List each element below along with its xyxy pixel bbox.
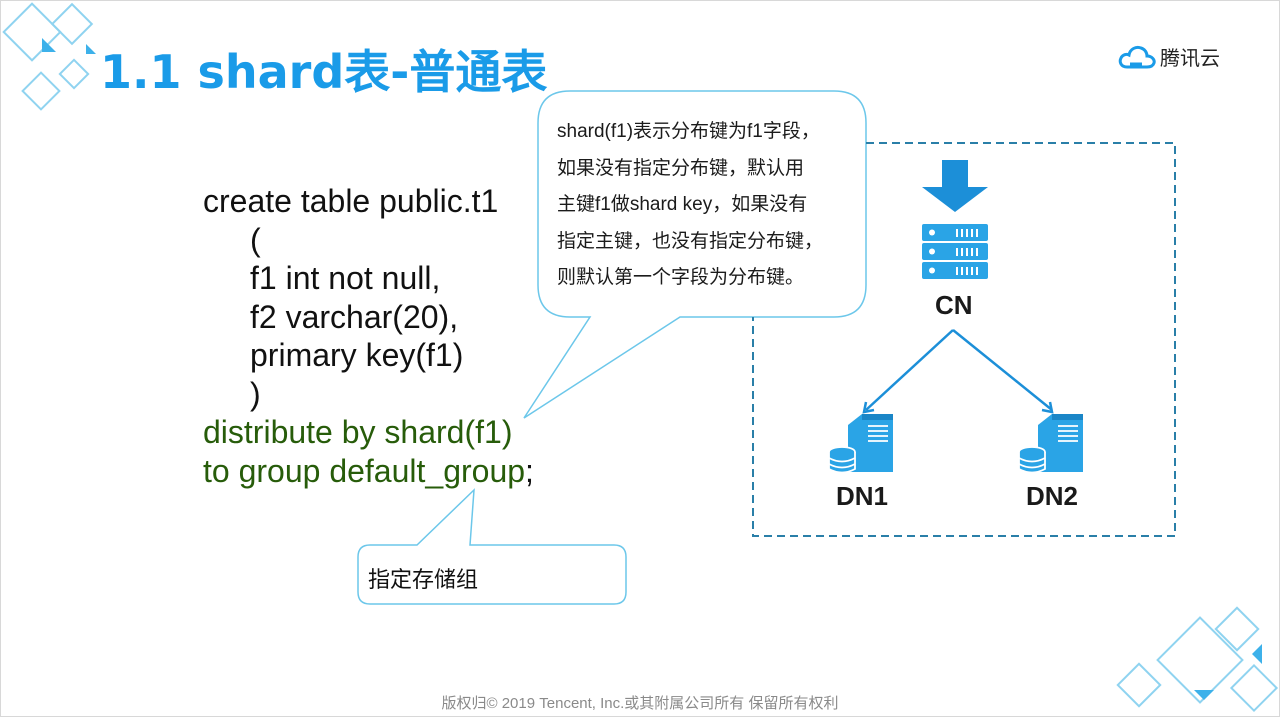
dn2-label: DN2: [1026, 481, 1079, 511]
code-line: (: [250, 221, 261, 258]
tencent-cloud-logo: 腾讯云: [1118, 42, 1220, 71]
connector-cn-dn2: [952, 329, 1054, 414]
callout-line: 主键f1做shard key，如果没有: [557, 194, 808, 216]
dn1-server-icon: [828, 414, 893, 474]
connector-cn-dn1: [862, 329, 954, 414]
cn-server-icon: [922, 224, 988, 279]
callout-group-text: 指定存储组: [368, 567, 479, 592]
cloud-icon: [1118, 45, 1156, 68]
callout-line: shard(f1)表示分布键为f1字段，: [557, 121, 820, 142]
code-line-distribute: distribute by shard(f1): [203, 414, 513, 450]
callout-line: 指定主键，也没有指定分布键，: [557, 230, 824, 252]
code-line: create table public.t1: [203, 183, 499, 219]
cn-label: CN: [935, 290, 973, 320]
code-line: f2 varchar(20),: [250, 298, 459, 335]
logo-text: 腾讯云: [1160, 46, 1220, 70]
callout-line: 如果没有指定分布键，默认用: [557, 157, 805, 179]
code-line-group: to group default_group: [203, 452, 526, 489]
copyright-footer: 版权归© 2019 Tencent, Inc.或其附属公司所有 保留所有权利: [441, 695, 839, 712]
callout-main-text: shard(f1)表示分布键为f1字段， 如果没有指定分布键，默认用 主键f1做…: [557, 114, 857, 297]
code-line: ): [250, 375, 261, 412]
callout-line: 则默认第一个字段为分布键。: [557, 267, 805, 289]
dn1-label: DN1: [836, 481, 889, 511]
down-arrow-icon: [922, 160, 988, 212]
sql-code-block: create table public.t1 ( f1 int not null…: [203, 182, 534, 490]
corner-decoration-top-left: [2, 2, 96, 111]
dn2-server-icon: [1018, 414, 1083, 474]
code-line: f1 int not null,: [250, 260, 441, 296]
code-line: primary key(f1): [250, 337, 464, 373]
slide-title: 1.1 shard表-普通表: [100, 45, 548, 99]
code-semicolon: ;: [525, 452, 534, 489]
